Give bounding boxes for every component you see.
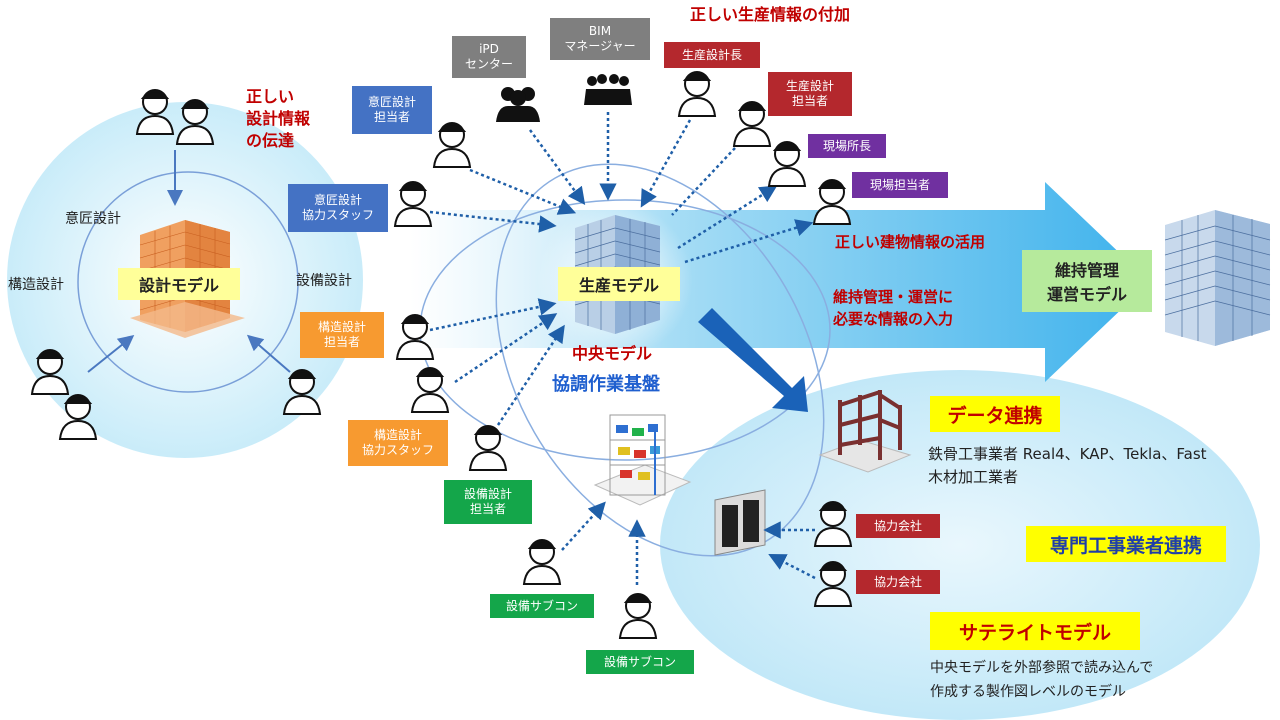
person-icons bbox=[30, 71, 853, 639]
dotted-arrow-kouzou-staff bbox=[429, 298, 557, 332]
person-icon bbox=[282, 369, 322, 415]
dotted-arrow-genba-chief bbox=[677, 185, 778, 250]
person-icon bbox=[813, 501, 853, 547]
role-setsubi-sub2: 設備サブコン bbox=[586, 650, 694, 674]
dotted-arrow-kouzou-coop bbox=[454, 313, 558, 384]
person-icon bbox=[410, 367, 450, 413]
person-icon bbox=[468, 425, 508, 471]
person-icon bbox=[812, 179, 852, 225]
person-icon bbox=[767, 141, 807, 187]
team-icon bbox=[496, 87, 540, 122]
production-model-label: 生産モデル bbox=[558, 267, 680, 301]
role-partner-2: 協力会社 bbox=[856, 570, 940, 594]
person-icon bbox=[393, 181, 433, 227]
crowd-icon bbox=[584, 74, 632, 105]
equipment-frame-model bbox=[593, 414, 692, 506]
design-inner-ring bbox=[77, 171, 299, 393]
person-icon bbox=[395, 314, 435, 360]
page-title: 正しい生産情報の付加 bbox=[690, 5, 851, 24]
dotted-arrow-genba-staff bbox=[684, 219, 814, 264]
satellite-model-text: 中央モデルを外部参照で読み込んで 作成する製作図レベルのモデル bbox=[930, 660, 1154, 700]
building-info-note: 正しい建物情報の活用 bbox=[835, 233, 986, 251]
steel-frame-model bbox=[818, 390, 912, 473]
arrow-from-kouzou bbox=[87, 335, 135, 373]
dotted-arrow-seisan-staff bbox=[671, 147, 736, 216]
role-ishou-staff: 意匠設計 担当者 bbox=[352, 86, 432, 134]
role-setsubi-sub1: 設備サブコン bbox=[490, 594, 594, 618]
arrow-from-setsubi bbox=[246, 334, 291, 373]
data-link-text: 鉄骨工事業者 Real4、KAP、Tekla、Fast 木材加工業者 bbox=[928, 445, 1207, 486]
group-icons bbox=[496, 74, 632, 122]
role-seisan-chief: 生産設計長 bbox=[664, 42, 760, 68]
role-genba-chief: 現場所長 bbox=[808, 134, 886, 158]
person-icon bbox=[58, 394, 98, 440]
label-ishou-design: 意匠設計 bbox=[65, 211, 121, 227]
maintenance-model-label: 維持管理 運営モデル bbox=[1022, 250, 1152, 312]
role-setsubi-staff: 設備設計 担当者 bbox=[444, 480, 532, 524]
dotted-arrow-setsubi-staff bbox=[496, 324, 565, 426]
trade-link-heading: 専門工事業者連携 bbox=[1026, 526, 1226, 562]
dotted-arrow-sub1 bbox=[561, 501, 606, 551]
label-kouzou-design: 構造設計 bbox=[8, 277, 64, 293]
dotted-arrow-ipd bbox=[528, 129, 586, 206]
role-kouzou-coop: 構造設計 協力スタッフ bbox=[348, 420, 448, 466]
design-model-label: 設計モデル bbox=[118, 268, 240, 300]
person-icon bbox=[432, 122, 472, 168]
dotted-arrow-ishou-staff bbox=[469, 168, 577, 215]
person-icon bbox=[677, 71, 717, 117]
role-genba-staff: 現場担当者 bbox=[852, 172, 948, 198]
person-icon bbox=[135, 89, 175, 135]
satellite-model-heading: サテライトモデル bbox=[930, 612, 1140, 650]
maintenance-input-note: 維持管理・運営に 必要な情報の入力 bbox=[833, 288, 954, 328]
role-seisan-staff: 生産設計 担当者 bbox=[768, 72, 852, 116]
person-icon bbox=[618, 593, 658, 639]
role-ipd-center: iPD センター bbox=[452, 36, 526, 78]
dotted-arrow-partner2 bbox=[768, 554, 816, 580]
person-icon bbox=[813, 561, 853, 607]
maintenance-model-building bbox=[1164, 210, 1271, 346]
role-partner-1: 協力会社 bbox=[856, 514, 940, 538]
person-icon bbox=[732, 101, 772, 147]
data-link-heading: データ連携 bbox=[930, 396, 1060, 432]
door-panel-model bbox=[714, 489, 766, 556]
dotted-arrow-seisan-chief bbox=[640, 119, 692, 208]
role-kouzou-staff: 構造設計 担当者 bbox=[300, 312, 384, 358]
label-setsubi-design: 設備設計 bbox=[296, 273, 352, 289]
person-icon bbox=[30, 349, 70, 395]
central-model-label: 中央モデル bbox=[572, 344, 653, 363]
platform-label: 協調作業基盤 bbox=[552, 374, 660, 395]
dotted-arrow-ishou-coop bbox=[429, 210, 557, 233]
role-bim-manager: BIM マネージャー bbox=[550, 18, 650, 60]
person-icon bbox=[175, 99, 215, 145]
design-transfer-note: 正しい 設計情報 の伝達 bbox=[246, 87, 311, 150]
person-icon bbox=[522, 539, 562, 585]
role-ishou-coop: 意匠設計 協力スタッフ bbox=[288, 184, 388, 232]
to-specialist-arrow bbox=[698, 308, 808, 412]
